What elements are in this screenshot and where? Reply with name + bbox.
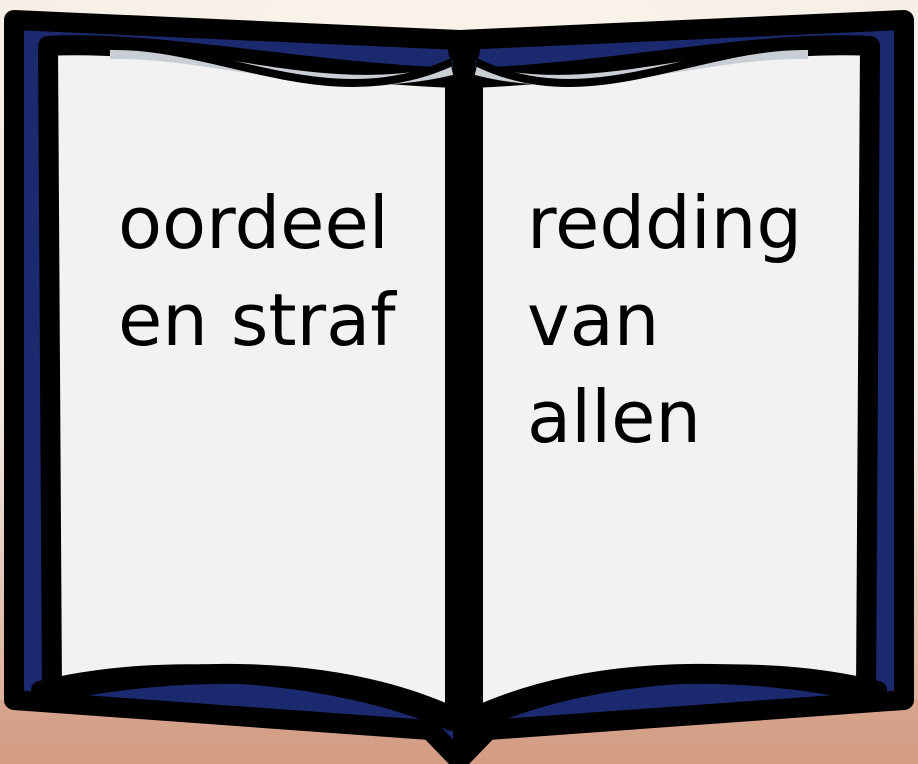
right-page-text: redding van allen	[527, 175, 802, 466]
spine-top-knob	[448, 34, 480, 66]
right-page-top-outline	[474, 41, 809, 87]
right-page-line-3: allen	[527, 375, 702, 459]
right-page-line-2: van	[527, 278, 660, 362]
left-page-top-outline	[109, 41, 454, 87]
right-page-bottom-curl	[467, 664, 887, 731]
left-page-line-2: en straf	[118, 278, 396, 362]
left-page-line-1: oordeel	[118, 181, 389, 265]
right-page-line-1: redding	[527, 181, 803, 265]
left-page-text: oordeel en straf	[118, 175, 396, 369]
left-page	[38, 35, 465, 728]
left-page-bottom-curl	[31, 664, 461, 731]
